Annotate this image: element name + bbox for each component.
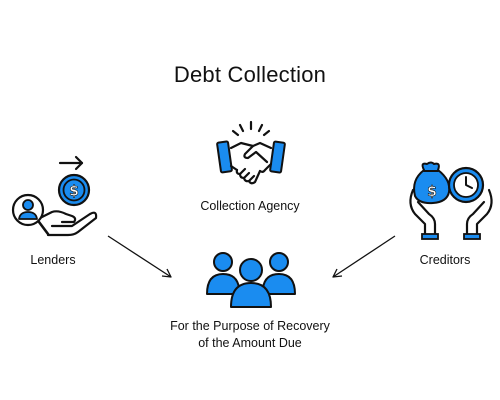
purpose-label-line2: of the Amount Due	[198, 336, 302, 350]
lender-hand-coin-icon: $	[11, 155, 98, 237]
svg-text:$: $	[427, 184, 437, 200]
agency-label: Collection Agency	[200, 199, 300, 213]
lenders-label: Lenders	[30, 253, 76, 267]
svg-text:$: $	[69, 184, 79, 200]
purpose-label: For the Purpose of Recovery of the Amoun…	[130, 318, 370, 352]
group-people-icon	[206, 252, 296, 308]
handshake-icon	[216, 120, 286, 185]
creditors-label: Creditors	[419, 253, 471, 267]
purpose-label-line1: For the Purpose of Recovery	[170, 319, 330, 333]
creditor-money-clock-icon: $	[409, 161, 493, 240]
diagram-title: Debt Collection	[173, 62, 327, 87]
